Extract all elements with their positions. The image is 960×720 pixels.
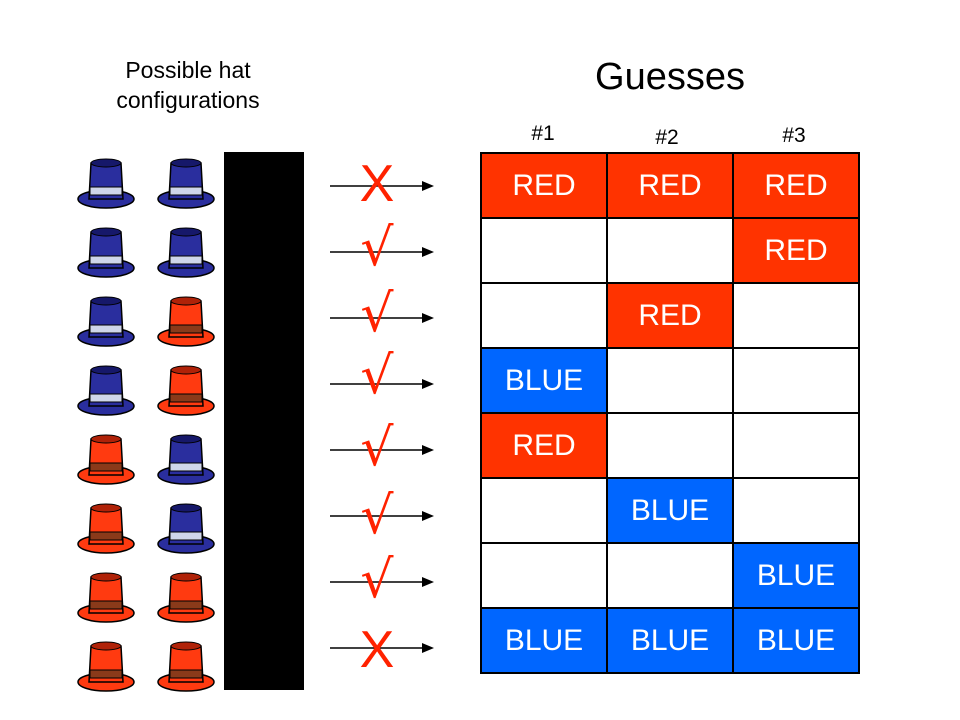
- guess-cell-row1-col2: RED: [608, 154, 734, 219]
- hat-blue: [77, 296, 135, 347]
- guess-cell-row6-col3: [734, 479, 860, 544]
- hat-red: [77, 434, 135, 485]
- hat-red: [77, 572, 135, 623]
- hat-blue: [157, 503, 215, 554]
- wrong-mark: X: [359, 155, 395, 213]
- correct-mark: √: [360, 550, 394, 610]
- guess-cell-row3-col2: RED: [608, 284, 734, 349]
- guess-cell-row8-col3: BLUE: [734, 609, 860, 674]
- hat-red: [157, 572, 215, 623]
- guess-cell-row2-col3: RED: [734, 219, 860, 284]
- guess-cell-row4-col3: [734, 349, 860, 414]
- hat-red: [77, 503, 135, 554]
- hat-blue: [77, 227, 135, 278]
- wrong-mark: X: [359, 621, 395, 679]
- guess-cell-row4-col1: BLUE: [482, 349, 608, 414]
- guess-cell-row6-col2: BLUE: [608, 479, 734, 544]
- hat-blue: [157, 158, 215, 209]
- hat-red: [157, 296, 215, 347]
- arrow-head: [422, 643, 434, 653]
- correct-mark: √: [360, 218, 394, 278]
- guess-cell-row8-col2: BLUE: [608, 609, 734, 674]
- arrow-head: [422, 181, 434, 191]
- arrow-head: [422, 247, 434, 257]
- arrow-head: [422, 511, 434, 521]
- correct-mark: √: [360, 418, 394, 478]
- hat-red: [77, 641, 135, 692]
- arrow-head: [422, 577, 434, 587]
- arrow-head: [422, 379, 434, 389]
- guess-cell-row1-col1: RED: [482, 154, 608, 219]
- correct-mark: √: [360, 486, 394, 546]
- guess-cell-row2-col2: [608, 219, 734, 284]
- guess-cell-row1-col3: RED: [734, 154, 860, 219]
- guess-cell-row3-col1: [482, 284, 608, 349]
- guess-cell-row6-col1: [482, 479, 608, 544]
- hat-red: [157, 365, 215, 416]
- arrow-head: [422, 313, 434, 323]
- guess-cell-row2-col1: [482, 219, 608, 284]
- hat-red: [157, 641, 215, 692]
- guess-cell-row3-col3: [734, 284, 860, 349]
- guesses-title: Guesses: [595, 56, 745, 98]
- guess-cell-row5-col3: [734, 414, 860, 479]
- guess-cell-row5-col1: RED: [482, 414, 608, 479]
- column-header-1: #1: [531, 122, 555, 145]
- hat-blue: [77, 365, 135, 416]
- guess-cell-row4-col2: [608, 349, 734, 414]
- correct-mark: √: [360, 284, 394, 344]
- guess-cell-row7-col1: [482, 544, 608, 609]
- hat-blue: [157, 434, 215, 485]
- column-header-2: #2: [655, 126, 679, 149]
- hidden-screen-bar: [224, 152, 304, 690]
- guess-cell-row7-col2: [608, 544, 734, 609]
- hat-blue: [157, 227, 215, 278]
- hat-blue: [77, 158, 135, 209]
- arrow-head: [422, 445, 434, 455]
- correct-mark: √: [360, 346, 394, 406]
- column-header-3: #3: [782, 124, 806, 147]
- guess-cell-row7-col3: BLUE: [734, 544, 860, 609]
- guess-cell-row5-col2: [608, 414, 734, 479]
- guess-cell-row8-col1: BLUE: [482, 609, 608, 674]
- hat-configurations-caption: Possible hat configurations: [116, 57, 260, 113]
